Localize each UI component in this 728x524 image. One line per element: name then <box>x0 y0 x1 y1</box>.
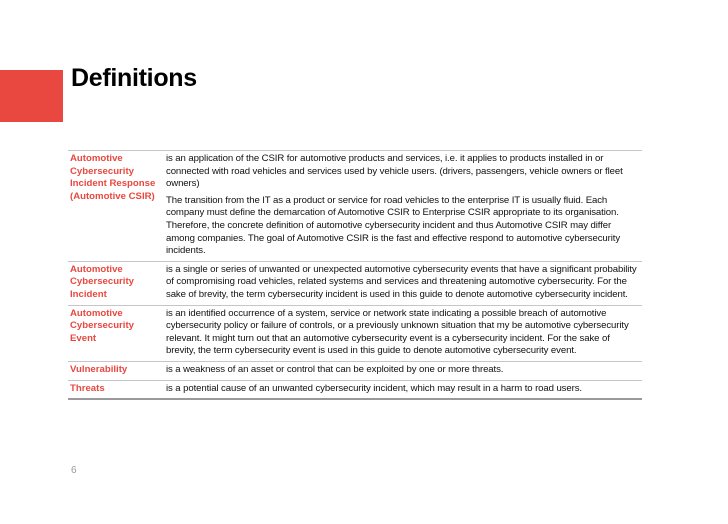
definition-term: Threats <box>68 380 164 401</box>
definition-description: is a weakness of an asset or control tha… <box>164 361 642 381</box>
definition-term: Automotive Cybersecurity Incident <box>68 261 164 306</box>
definition-term: Automotive Cybersecurity Event <box>68 305 164 362</box>
definition-row: Vulnerability is a weakness of an asset … <box>68 361 642 381</box>
page-title: Definitions <box>71 64 197 92</box>
definition-paragraph: is an identified occurrence of a system,… <box>166 307 629 357</box>
definition-paragraph: is a weakness of an asset or control tha… <box>166 363 504 375</box>
definition-paragraph: is an application of the CSIR for automo… <box>166 153 623 190</box>
definition-row: Threats is a potential cause of an unwan… <box>68 380 642 401</box>
definition-description: is an application of the CSIR for automo… <box>164 150 642 262</box>
definition-description: is a potential cause of an unwanted cybe… <box>164 380 642 401</box>
definition-row: Automotive Cybersecurity Incident Respon… <box>68 150 642 262</box>
definition-term: Vulnerability <box>68 361 164 381</box>
definition-paragraph: The transition from the IT as a product … <box>166 194 621 257</box>
definition-description: is a single or series of unwanted or une… <box>164 261 642 306</box>
definition-term: Automotive Cybersecurity Incident Respon… <box>68 150 164 262</box>
definitions-table: Automotive Cybersecurity Incident Respon… <box>68 150 642 401</box>
definition-row: Automotive Cybersecurity Event is an ide… <box>68 305 642 362</box>
page-number: 6 <box>71 465 77 476</box>
accent-bar <box>0 70 63 122</box>
definition-paragraph: is a single or series of unwanted or une… <box>166 263 637 300</box>
definition-paragraph: is a potential cause of an unwanted cybe… <box>166 382 582 394</box>
definition-row: Automotive Cybersecurity Incident is a s… <box>68 261 642 306</box>
definition-description: is an identified occurrence of a system,… <box>164 305 642 362</box>
